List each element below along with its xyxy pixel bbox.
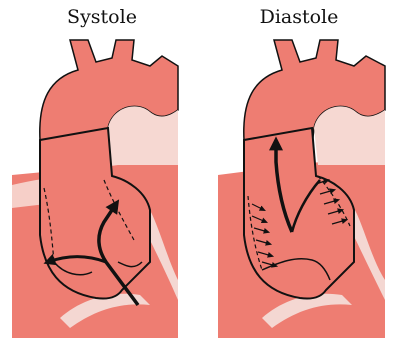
systole-panel [12, 40, 178, 338]
diastole-panel [218, 40, 385, 338]
